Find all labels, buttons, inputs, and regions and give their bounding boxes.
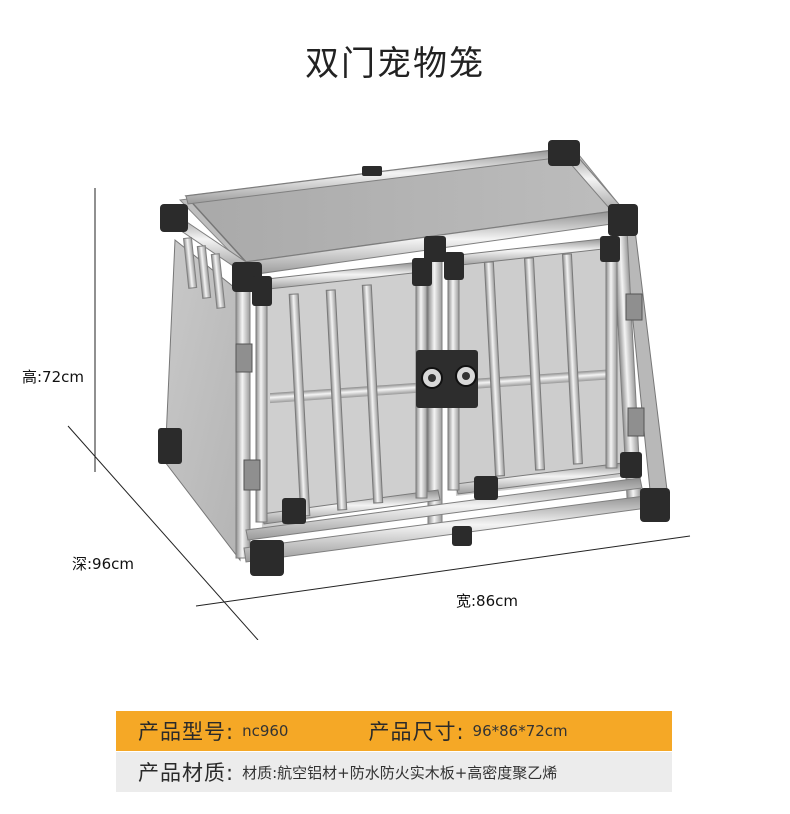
page-title: 双门宠物笼	[305, 44, 485, 84]
model-label: 产品型号:	[138, 720, 235, 744]
width-dimension-label: 宽:86cm	[456, 592, 518, 610]
door-hinges	[235, 293, 645, 491]
size-value: 96*86*72cm	[472, 722, 568, 740]
height-dimension-label: 高:72cm	[22, 368, 84, 386]
depth-dimension-label: 深:96cm	[72, 555, 134, 573]
material-label: 产品材质:	[138, 761, 235, 785]
depth-dimension-line	[67, 425, 259, 640]
dimension-lines	[67, 188, 691, 640]
door-lock	[416, 350, 478, 408]
spec-row-model-size: 产品型号: nc960 产品尺寸: 96*86*72cm	[116, 711, 672, 751]
corner-connectors	[158, 140, 670, 576]
pet-cage-illustration	[67, 140, 691, 640]
spec-row-material: 产品材质: 材质:航空铝材+防水防火实木板+高密度聚乙烯	[116, 752, 672, 792]
size-label: 产品尺寸:	[368, 720, 465, 744]
material-value: 材质:航空铝材+防水防火实木板+高密度聚乙烯	[242, 763, 558, 782]
width-dimension-line	[195, 535, 691, 607]
model-value: nc960	[242, 722, 289, 740]
